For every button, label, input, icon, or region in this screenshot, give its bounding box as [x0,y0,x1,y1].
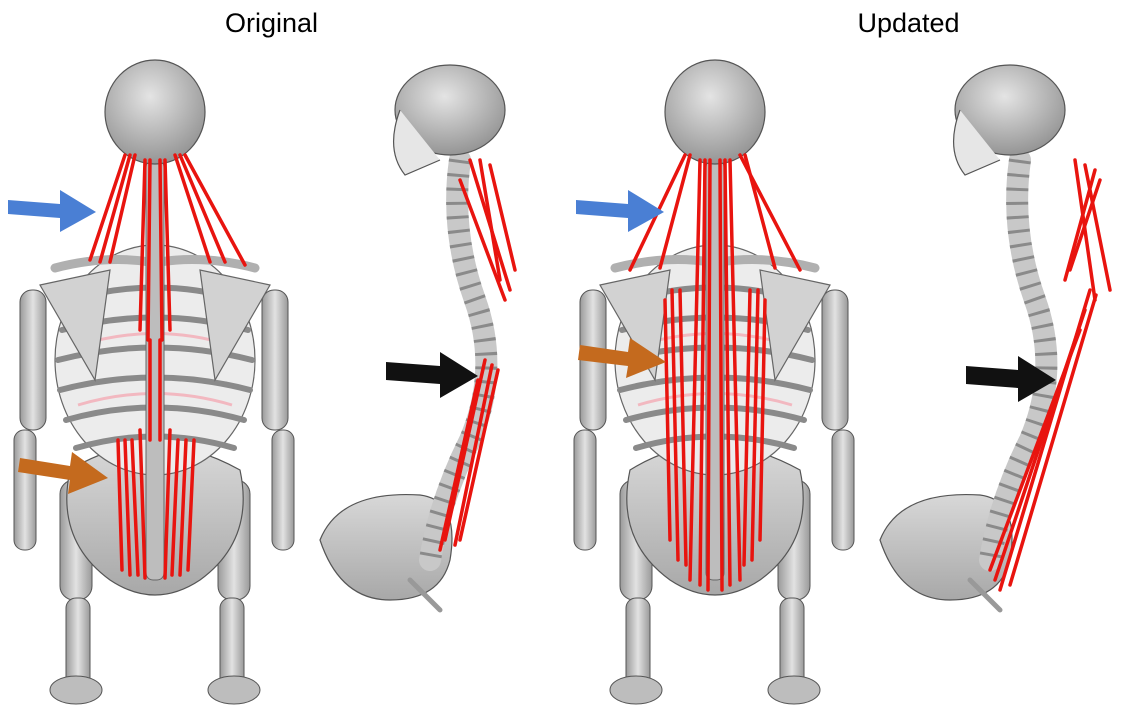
blue-arrow-icon [8,190,96,232]
black-arrow-icon [386,352,478,398]
skeleton-side-view-original [320,65,505,610]
skeleton-back-view-updated [574,60,854,704]
skeleton-back-view-original [14,60,294,704]
skeleton-side-view-updated [880,65,1065,610]
